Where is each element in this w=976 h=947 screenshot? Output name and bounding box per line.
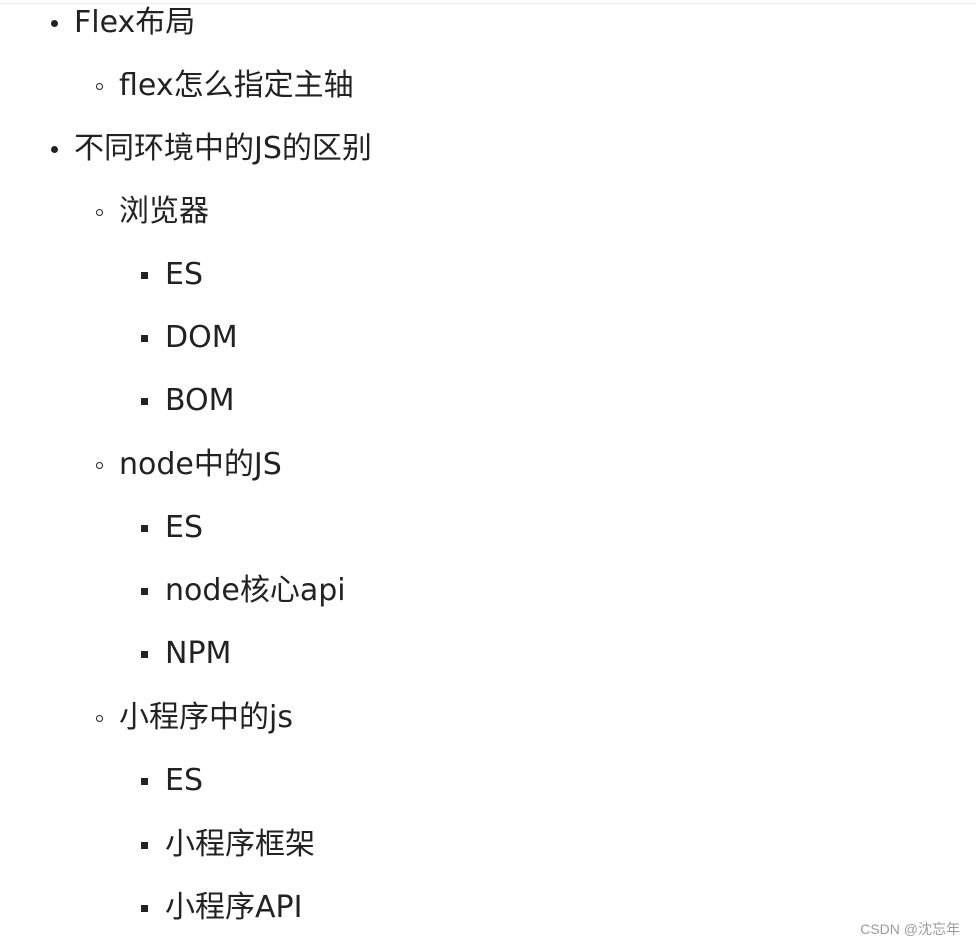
list-item-label: node核心api <box>165 573 346 608</box>
list-item-label: DOM <box>165 320 238 355</box>
square-bullet-icon <box>141 588 148 595</box>
list-item: 小程序API <box>0 888 976 928</box>
disc-bullet-icon <box>51 146 58 153</box>
square-bullet-icon <box>141 778 148 785</box>
list-item: node中的JS <box>0 445 976 485</box>
list-item: 浏览器 <box>0 192 976 232</box>
square-bullet-icon <box>141 651 148 658</box>
square-bullet-icon <box>141 335 148 342</box>
circle-bullet-icon <box>96 462 103 469</box>
list-item: BOM <box>0 381 976 421</box>
list-item: node核心api <box>0 571 976 611</box>
list-item: 小程序中的js <box>0 698 976 738</box>
square-bullet-icon <box>141 272 148 279</box>
list-item: 小程序框架 <box>0 825 976 865</box>
list-item: NPM <box>0 634 976 674</box>
list-item-label: ES <box>165 257 203 292</box>
square-bullet-icon <box>141 398 148 405</box>
list-item: Flex布局 <box>0 3 976 43</box>
list-item-label: 小程序框架 <box>165 827 315 862</box>
list-item: ES <box>0 255 976 295</box>
list-item-label: node中的JS <box>119 447 282 482</box>
list-item: DOM <box>0 318 976 358</box>
list-item-label: 不同环境中的JS的区别 <box>74 131 372 166</box>
disc-bullet-icon <box>51 20 58 27</box>
circle-bullet-icon <box>96 209 103 216</box>
list-item-label: ES <box>165 510 203 545</box>
list-item-label: NPM <box>165 636 232 671</box>
list-item-label: Flex布局 <box>74 5 196 40</box>
list-item-label: 小程序中的js <box>119 700 293 735</box>
list-item-label: ES <box>165 763 203 798</box>
square-bullet-icon <box>141 525 148 532</box>
list-item: flex怎么指定主轴 <box>0 66 976 106</box>
list-item-label: BOM <box>165 383 235 418</box>
list-item: 不同环境中的JS的区别 <box>0 129 976 169</box>
square-bullet-icon <box>141 842 148 849</box>
watermark: CSDN @沈忘年 <box>860 921 960 937</box>
square-bullet-icon <box>141 905 148 912</box>
circle-bullet-icon <box>96 83 103 90</box>
list-item: ES <box>0 761 976 801</box>
list-item-label: flex怎么指定主轴 <box>119 68 354 103</box>
top-divider <box>0 3 976 4</box>
circle-bullet-icon <box>96 715 103 722</box>
list-item-label: 浏览器 <box>119 194 209 229</box>
list-item-label: 小程序API <box>165 890 303 925</box>
list-item: ES <box>0 508 976 548</box>
